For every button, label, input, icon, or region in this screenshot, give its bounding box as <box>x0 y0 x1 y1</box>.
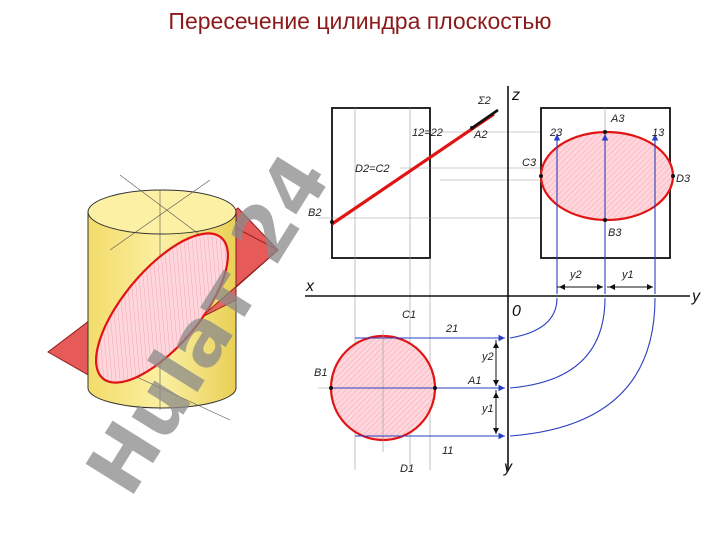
front-view-frame <box>331 107 431 259</box>
label-y2-vertical: y2 <box>481 351 494 363</box>
label-B3: B3 <box>608 227 622 239</box>
cylinder-top-face <box>87 189 237 235</box>
slide-title: Пересечение цилиндра плоскостью <box>168 8 552 34</box>
label-D3: D3 <box>676 173 691 185</box>
top-view <box>318 297 656 452</box>
label-D2-C2: D2=C2 <box>355 163 390 175</box>
label-C1: C1 <box>402 309 416 321</box>
point-markers <box>329 126 675 390</box>
section-ellipse-profile <box>539 130 675 222</box>
label-B1: B1 <box>314 367 327 379</box>
label-y1-vertical: y1 <box>481 403 494 415</box>
label-C3: C3 <box>522 157 537 169</box>
label-2-1: 21 <box>445 323 458 335</box>
label-1-1: 11 <box>442 445 453 457</box>
cylinder-3d-view <box>47 174 279 421</box>
label-2-3: 23 <box>549 127 563 139</box>
plane-trace-sigma2 <box>331 112 495 226</box>
label-A3: A3 <box>610 113 625 125</box>
plane-trace-extension <box>471 108 499 130</box>
axis-y-bottom-label: y <box>503 459 513 476</box>
axis-z-label: z <box>511 87 520 104</box>
origin-label: 0 <box>512 303 521 320</box>
label-sigma2: Σ2 <box>477 95 491 107</box>
label-1-3: 13 <box>652 127 665 139</box>
label-D1: D1 <box>400 463 414 475</box>
label-y1: y1 <box>621 269 634 281</box>
axis-y-right-label: y <box>691 288 701 305</box>
axis-x-label: x <box>305 278 315 295</box>
label-A1: A1 <box>467 375 481 387</box>
label-A2: A2 <box>473 129 487 141</box>
label-B2: B2 <box>308 207 321 219</box>
label-y2: y2 <box>569 269 582 281</box>
section-ellipse-3d <box>94 232 230 384</box>
label-12-22: 12=22 <box>412 127 443 139</box>
coordinate-axes <box>305 86 690 470</box>
